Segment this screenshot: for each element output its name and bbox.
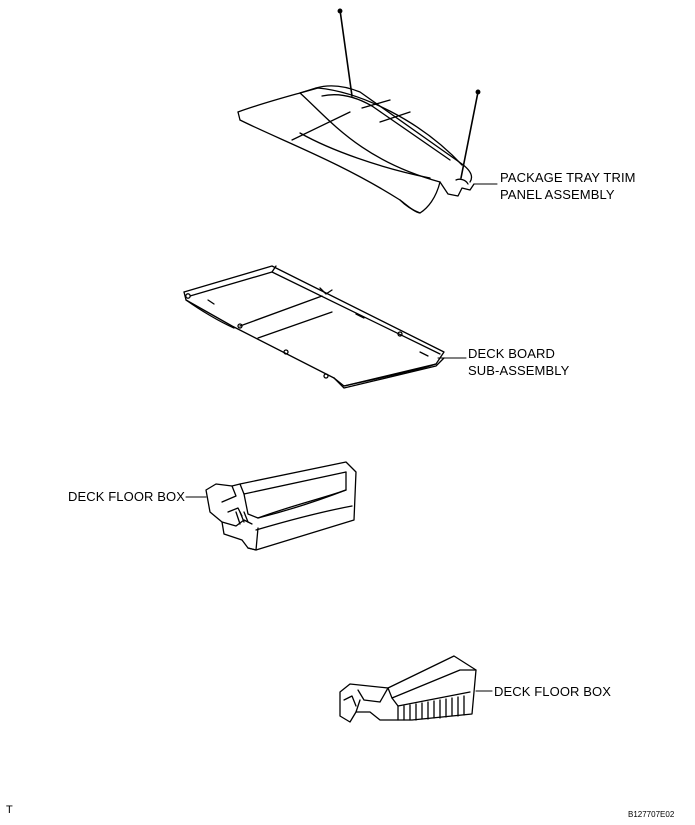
deck-floor-box-right-label: DECK FLOOR BOX: [494, 683, 611, 700]
deck-floor-box-left-text: DECK FLOOR BOX: [68, 489, 185, 504]
deck-floor-box-left-label: DECK FLOOR BOX: [68, 488, 185, 505]
deck-floor-box-left-drawing: [205, 461, 357, 551]
package-tray-trim-panel-drawing: [237, 8, 481, 214]
package-tray-trim-panel-label: PACKAGE TRAY TRIM PANEL ASSEMBLY: [500, 169, 636, 203]
deck-board-label-line-2: SUB-ASSEMBLY: [468, 363, 570, 378]
figure-code: B127707E02: [628, 810, 675, 819]
deck-floor-box-right-drawing: [339, 655, 477, 723]
corner-mark: T: [6, 804, 13, 816]
deck-floor-box-right-text: DECK FLOOR BOX: [494, 684, 611, 699]
package-tray-label-line-1: PACKAGE TRAY TRIM: [500, 170, 636, 185]
deck-board-label-line-1: DECK BOARD: [468, 346, 555, 361]
package-tray-label-line-2: PANEL ASSEMBLY: [500, 187, 615, 202]
deck-board-label: DECK BOARD SUB-ASSEMBLY: [468, 345, 569, 379]
deck-board-drawing: [183, 265, 445, 389]
